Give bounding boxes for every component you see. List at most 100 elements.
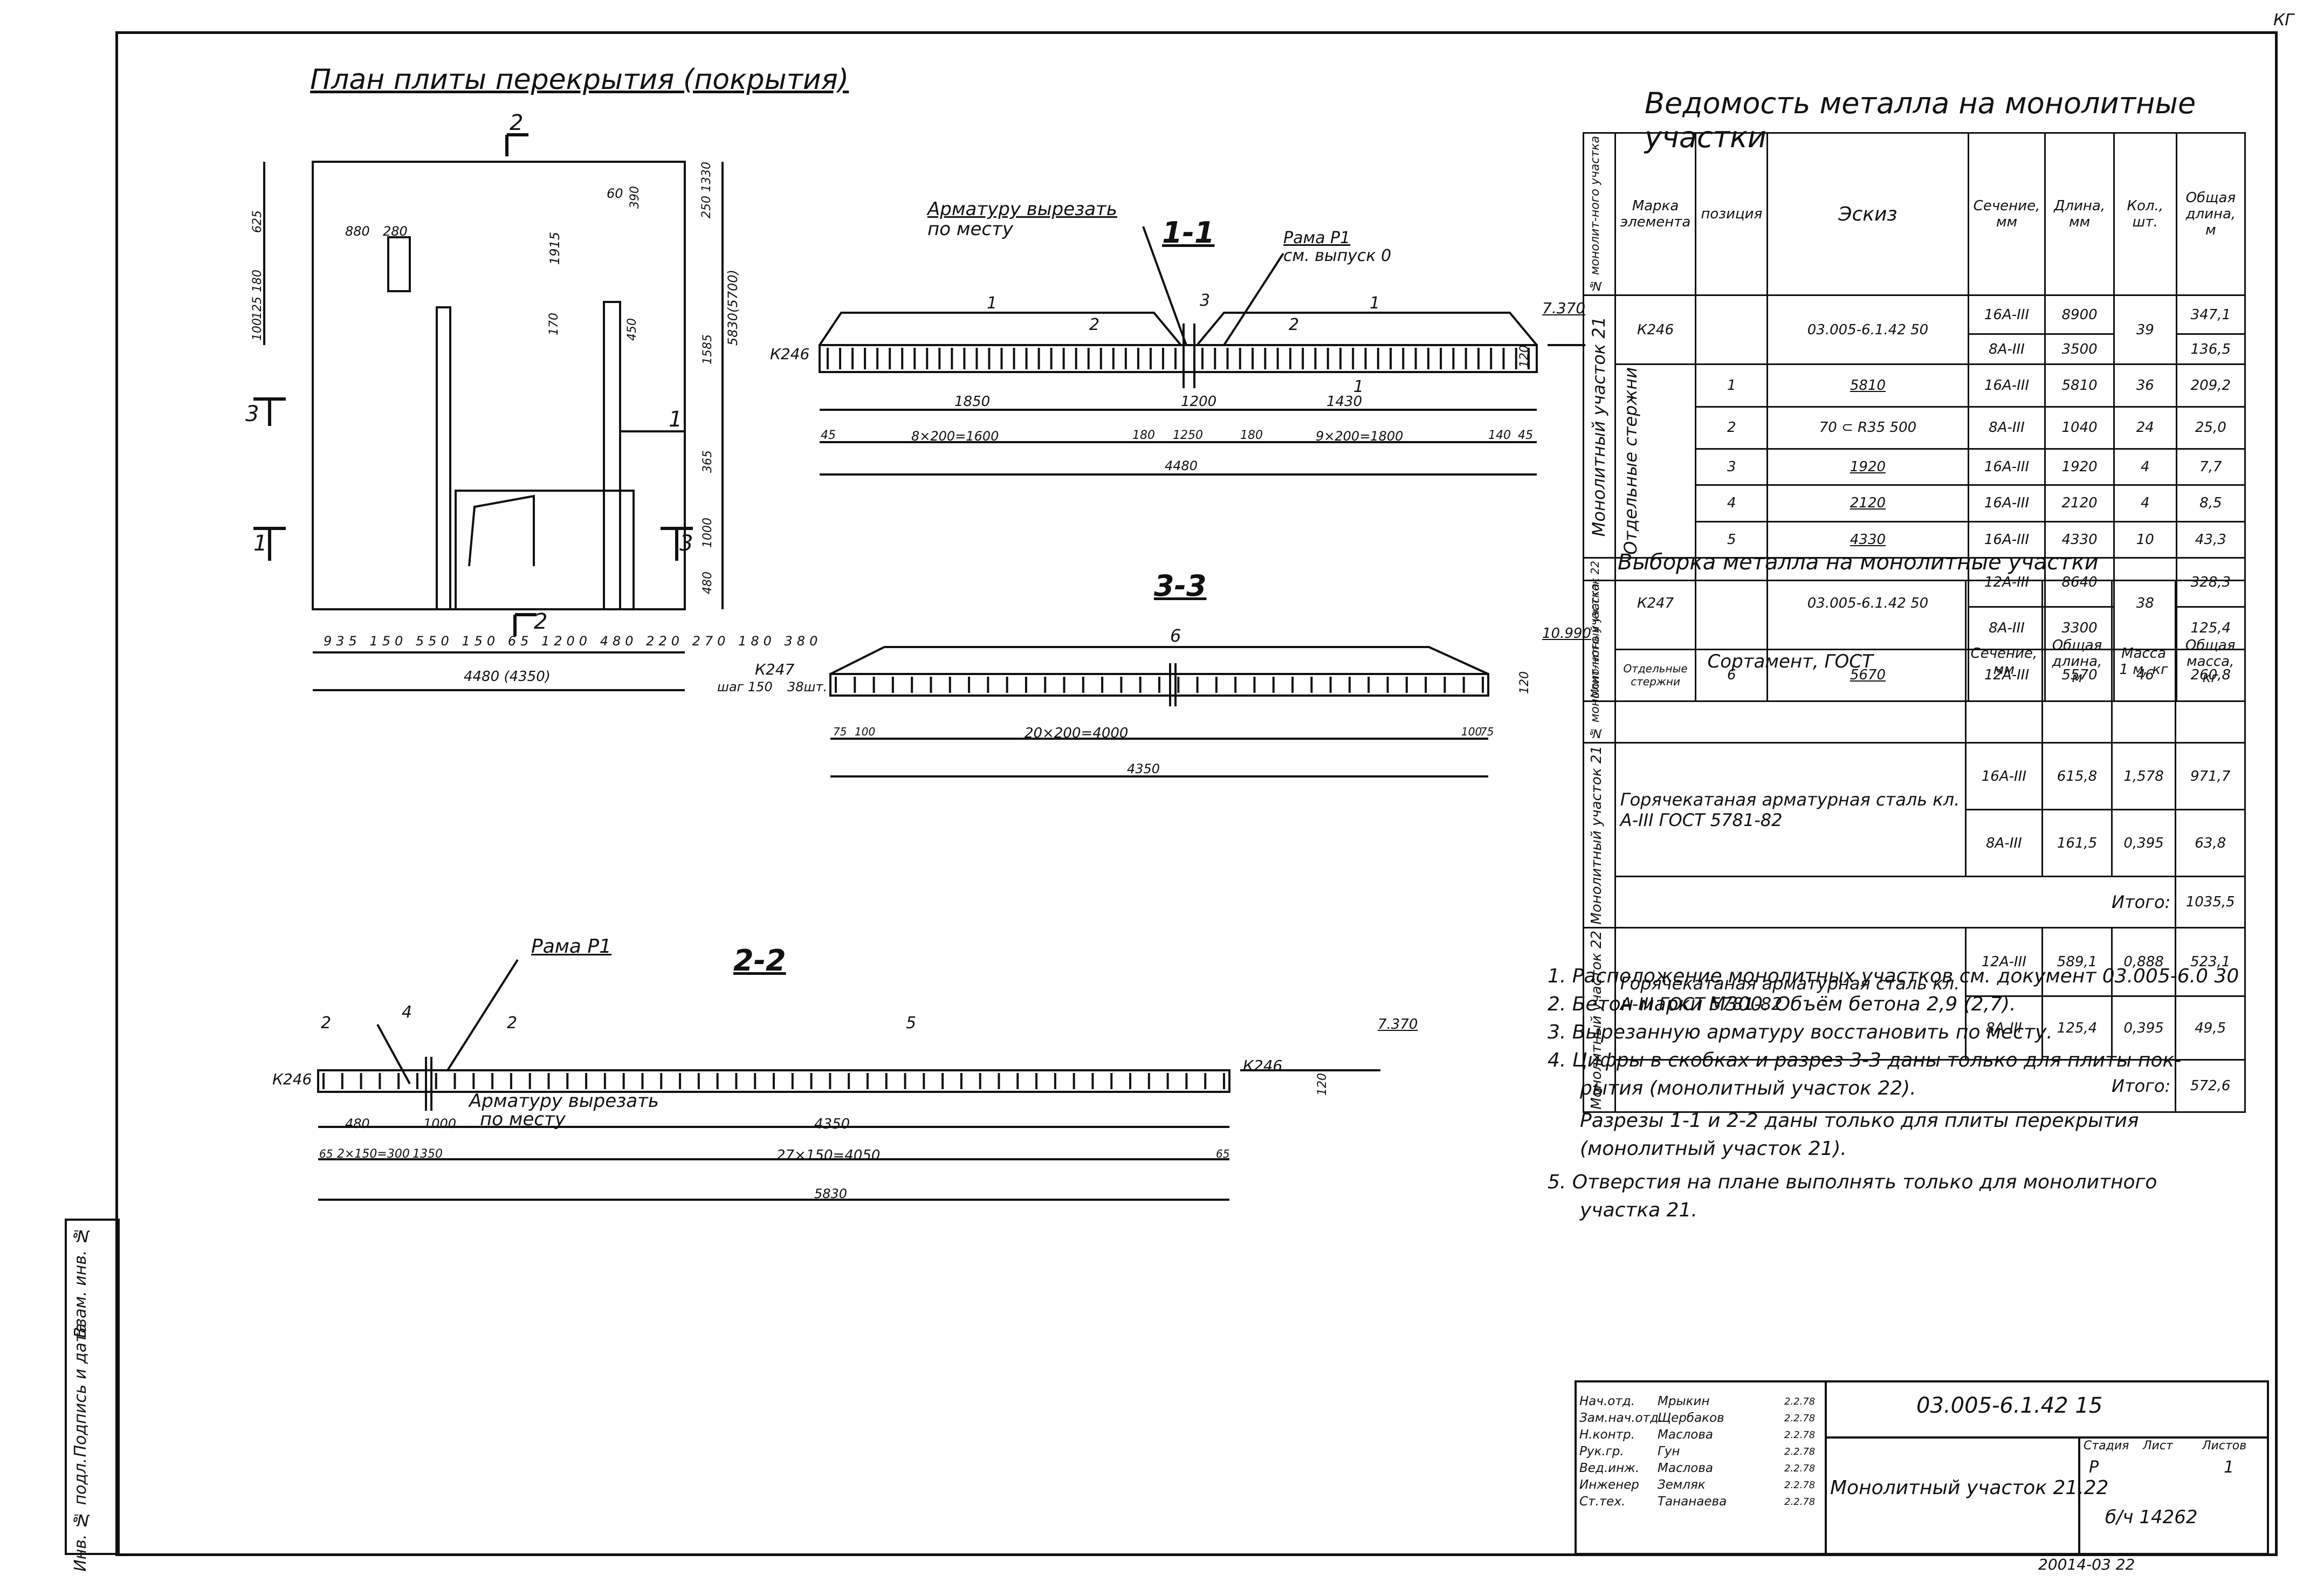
- s2-pos: 2: [507, 1014, 518, 1033]
- plan-dim-r5: 1585: [701, 334, 714, 364]
- plan-dim-top-3: 1915: [547, 232, 562, 265]
- cell: 0,395: [2110, 995, 2177, 1061]
- plan-dim-r9: 1000: [701, 518, 714, 548]
- frame-label-line: см. выпуск 0: [1283, 246, 1392, 265]
- stamp-name: Мрыкин: [1658, 1394, 1710, 1408]
- vyborka-header: № монолит-ного участка: [1589, 583, 1602, 740]
- cell: 49,5: [2175, 995, 2246, 1061]
- cell: 1920: [2044, 448, 2115, 486]
- stamp-date: 2.2.78: [1784, 1396, 1816, 1407]
- plan-section-1-left: 1: [253, 531, 267, 556]
- cut-note-line: по месту: [480, 1109, 566, 1130]
- cell: 347,1: [2175, 294, 2246, 335]
- s1-dim: 1850: [954, 394, 991, 410]
- cell: [1695, 294, 1769, 366]
- title-block: 03.005-6.1.42 15 Монолитный участок 21,2…: [1575, 1380, 2269, 1555]
- cell: 36: [2113, 363, 2177, 408]
- s3-height: 120: [1518, 671, 1531, 694]
- cell: 70 ⊂ R35 500: [1766, 405, 1969, 450]
- note-4: 4. Цифры в скобках и разрез 3-3 даны тол…: [1548, 1049, 2182, 1071]
- s3-step: шаг 150: [717, 679, 773, 694]
- cell: 615,8: [2041, 742, 2113, 811]
- cell: 2120: [1766, 484, 1969, 522]
- s2-height: 120: [1316, 1073, 1329, 1096]
- note-4-cont: рытия (монолитный участок 22).: [1580, 1077, 1916, 1099]
- frame-label-line: Рама Р1: [1283, 229, 1351, 247]
- s3-mark: К247: [755, 661, 795, 678]
- cell: 1920: [1766, 448, 1969, 486]
- cell: 16А-III: [1967, 448, 2046, 486]
- plan-dim-r7: (5700): [725, 270, 740, 313]
- cell: 7,7: [2175, 448, 2246, 486]
- table-row: Итого: 572,6: [1584, 1058, 2246, 1113]
- note-5: 5. Отверстия на плане выполнять только д…: [1548, 1171, 2157, 1193]
- s1-pos: 2: [1089, 315, 1100, 334]
- s3-dimb: 100: [855, 725, 876, 738]
- vyborka-table: № монолит-ного участка Сортамент, ГОСТ С…: [1583, 579, 2246, 1113]
- section-1-1-cut-note: Арматуру вырезать по месту: [927, 199, 1117, 240]
- plan-dim: 380: [784, 634, 822, 649]
- s1-pos: 1: [1353, 377, 1364, 396]
- s2-dimb: 27×150=4050: [776, 1147, 881, 1164]
- table-row: 4 2120 16А-III 2120 4 8,5: [1584, 484, 2246, 522]
- stamp-date: 2.2.78: [1784, 1480, 1816, 1491]
- stamp-names: Мрыкин Щербаков Маслова Гун Маслова Земл…: [1658, 1393, 1727, 1510]
- vedomost-header: № монолит-ного участка: [1589, 136, 1602, 293]
- plan-section-3-right: 3: [679, 531, 693, 556]
- s1-dimb: 140: [1488, 429, 1511, 442]
- cell: 8А-III: [1967, 405, 2046, 450]
- s1-dimb: 45: [821, 429, 836, 442]
- corner-mark: КГ: [2273, 11, 2294, 30]
- s2-dim: 480: [345, 1116, 370, 1131]
- section-2-2-drawing: [317, 959, 1380, 1201]
- cell: Горячекатаная арматурная сталь кл. А-III…: [1614, 926, 1967, 1061]
- s2-dimb: 1350: [412, 1147, 443, 1161]
- s1-height: 120: [1518, 345, 1531, 368]
- cell: 8900: [2044, 294, 2115, 335]
- vedomost-subgroup: Отдельные стержни: [1620, 367, 1641, 555]
- table-row: Монолитный участок 21 Горячекатаная арма…: [1583, 742, 2246, 928]
- note-5-cont: участка 21.: [1580, 1199, 1697, 1221]
- s1-pos: 2: [1289, 315, 1300, 334]
- cell: 03.005-6.1.42 50: [1766, 294, 1969, 366]
- cell: 2: [1695, 405, 1769, 450]
- table-row: 8А-III 161,5 0,395 63,8: [1584, 809, 2246, 878]
- s3-dimb: 75: [1480, 725, 1494, 738]
- table-row: 3 1920 16А-III 1920 4 7,7: [1584, 448, 2246, 486]
- section-1-1-level: 7.370: [1542, 299, 1586, 317]
- vyborka-header: Сортамент, ГОСТ: [1614, 579, 1967, 744]
- plan-dim: 1330: [700, 162, 713, 192]
- s1-dimb: 45: [1518, 429, 1533, 442]
- s3-dimb: 100: [1461, 725, 1482, 738]
- plan-dim-top-2: 280: [383, 224, 408, 239]
- s1-dimb: 9×200=1800: [1316, 429, 1404, 444]
- cell: 523,1: [2175, 926, 2246, 998]
- s1-dimb: 8×200=1600: [911, 429, 999, 444]
- stamp-name: Тананаева: [1658, 1495, 1727, 1509]
- section-1-1-mark: К246: [770, 345, 810, 363]
- cell: 589,1: [2041, 926, 2113, 998]
- plan-dim-r3: 170: [547, 313, 561, 335]
- cell: 16А-III: [1967, 294, 2046, 335]
- stamp-role: Ст.тех.: [1579, 1495, 1626, 1509]
- plan-dim-r6: 5830: [725, 313, 740, 346]
- cell: 0,888: [2110, 926, 2177, 998]
- s2-dimb: 2×150=300: [337, 1147, 410, 1161]
- cell: 3: [1695, 448, 1769, 486]
- cell: 125,4: [2041, 995, 2113, 1061]
- vedomost-header: Общая длина, м: [2175, 132, 2246, 297]
- vyborka-group: Монолитный участок 21: [1589, 746, 1605, 925]
- vedomost-header: позиция: [1695, 132, 1769, 297]
- s2-mark-right: К246: [1243, 1057, 1283, 1075]
- stamp-sheet-label: Лист: [2143, 1439, 2173, 1453]
- plan-title: План плиты перекрытия (покрытия): [310, 64, 849, 96]
- section-2-2-title: 2-2: [733, 944, 786, 978]
- s1-total: 4480: [1165, 458, 1198, 473]
- plan-section-2-top: 2: [510, 111, 524, 135]
- stamp-divider: [1825, 1436, 2267, 1439]
- s2-pos: 4: [402, 1003, 412, 1022]
- vedomost-header: Сечение, мм: [1967, 132, 2046, 297]
- plan-dim-l3: 125: [251, 297, 264, 319]
- stamp-role: Зам.нач.отд.: [1579, 1411, 1663, 1425]
- table-row: Отдельные стержни 1 5810 16А-III 5810 36…: [1584, 363, 2246, 559]
